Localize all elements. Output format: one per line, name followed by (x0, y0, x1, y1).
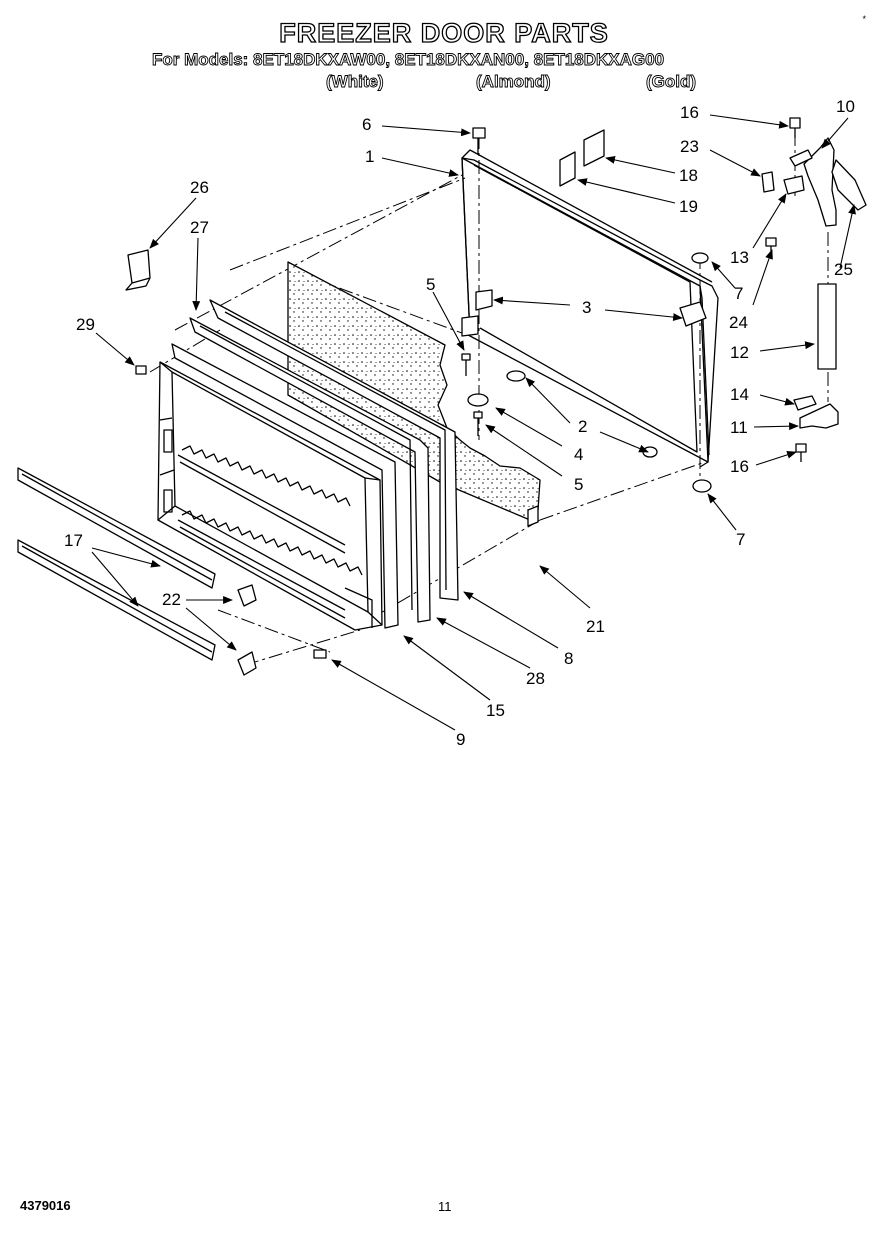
callout-23: 23 (680, 137, 699, 156)
leader-arrows (91, 114, 856, 731)
callout-3: 3 (582, 298, 591, 317)
callout-5a: 5 (426, 275, 435, 294)
callout-8: 8 (564, 649, 573, 668)
page-number: 11 (438, 1199, 452, 1214)
callout-labels: 1 6 18 19 3 5 2 4 5 16 10 23 13 7 24 25 … (64, 97, 855, 749)
insulation-foam (287, 261, 541, 521)
callout-29: 29 (76, 315, 95, 334)
inner-door-liner (157, 361, 383, 631)
callout-18: 18 (679, 166, 698, 185)
callout-1: 1 (365, 147, 374, 166)
callout-17: 17 (64, 531, 83, 550)
callout-25: 25 (834, 260, 853, 279)
callout-5b: 5 (574, 475, 583, 494)
hinge-hardware (461, 129, 867, 527)
callout-16a: 16 (680, 103, 699, 122)
callout-21: 21 (586, 617, 605, 636)
callout-16b: 16 (730, 457, 749, 476)
callout-10: 10 (836, 97, 855, 116)
door-trim-strips (17, 467, 216, 661)
document-number: 4379016 (20, 1198, 71, 1213)
callout-24: 24 (729, 313, 748, 332)
models-line: For Models: 8ET18DKXAW00, 8ET18DKXAN00, … (152, 50, 665, 70)
trim-end-cap-upper (237, 584, 257, 607)
callout-14: 14 (730, 385, 749, 404)
page-title: FREEZER DOOR PARTS (279, 17, 609, 48)
finish-white: (White) (326, 72, 384, 92)
callout-4: 4 (574, 445, 583, 464)
corner-mark: * (862, 14, 866, 24)
callout-9: 9 (456, 730, 465, 749)
callout-27: 27 (190, 218, 209, 237)
callout-15: 15 (486, 701, 505, 720)
screws (135, 117, 807, 659)
callout-26: 26 (190, 178, 209, 197)
callout-7a: 7 (734, 284, 743, 303)
callout-28: 28 (526, 669, 545, 688)
clip-part-26 (125, 249, 151, 291)
callout-11: 11 (730, 418, 748, 437)
finish-almond: (Almond) (476, 72, 551, 92)
callout-12: 12 (730, 343, 749, 362)
callout-7b: 7 (736, 530, 745, 549)
callout-19: 19 (679, 197, 698, 216)
callout-2: 2 (578, 417, 587, 436)
callout-22: 22 (162, 590, 181, 609)
finish-gold: (Gold) (646, 72, 697, 92)
outer-door-panel (461, 149, 719, 468)
trim-end-cap-lower (237, 651, 257, 676)
callout-6: 6 (362, 115, 371, 134)
door-gasket-frames (171, 299, 459, 629)
callout-13: 13 (730, 248, 749, 267)
